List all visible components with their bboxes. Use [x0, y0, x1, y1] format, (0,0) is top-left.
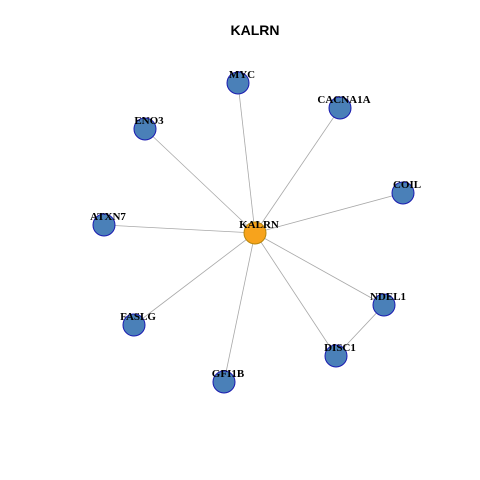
edge-kalrn-disc1 — [254, 232, 337, 357]
node-gfi1b[interactable] — [212, 370, 236, 394]
node-coil[interactable] — [391, 181, 415, 205]
edge-kalrn-faslg — [133, 232, 256, 326]
node-atxn7[interactable] — [92, 213, 116, 237]
node-disc1[interactable] — [324, 344, 348, 368]
node-label-gfi1b: GFI1B — [212, 368, 245, 380]
node-kalrn[interactable] — [243, 221, 267, 245]
edge-kalrn-gfi1b — [223, 232, 256, 383]
node-label-coil: COIL — [393, 179, 421, 191]
edge-ndel1-disc1 — [335, 304, 385, 357]
node-label-kalrn: KALRN — [239, 219, 279, 231]
edge-kalrn-eno3 — [144, 128, 256, 234]
edge-kalrn-coil — [254, 192, 404, 234]
graph-title: KALRN — [231, 22, 280, 38]
node-faslg[interactable] — [122, 313, 146, 337]
nodes-layer — [92, 71, 415, 394]
edges-layer — [103, 82, 404, 383]
node-label-eno3: ENO3 — [134, 115, 164, 127]
node-label-atxn7: ATXN7 — [90, 211, 126, 223]
node-ndel1[interactable] — [372, 293, 396, 317]
node-label-myc: MYC — [229, 69, 255, 81]
edge-kalrn-cacna1a — [254, 107, 341, 234]
edge-kalrn-myc — [237, 82, 256, 234]
node-label-cacna1a: CACNA1A — [317, 94, 370, 106]
node-label-disc1: DISC1 — [324, 342, 356, 354]
node-label-faslg: FASLG — [120, 311, 156, 323]
node-label-ndel1: NDEL1 — [370, 291, 406, 303]
node-myc[interactable] — [226, 71, 250, 95]
edge-kalrn-ndel1 — [254, 232, 385, 306]
node-cacna1a[interactable] — [328, 96, 352, 120]
edge-kalrn-atxn7 — [103, 224, 256, 234]
node-eno3[interactable] — [133, 117, 157, 141]
